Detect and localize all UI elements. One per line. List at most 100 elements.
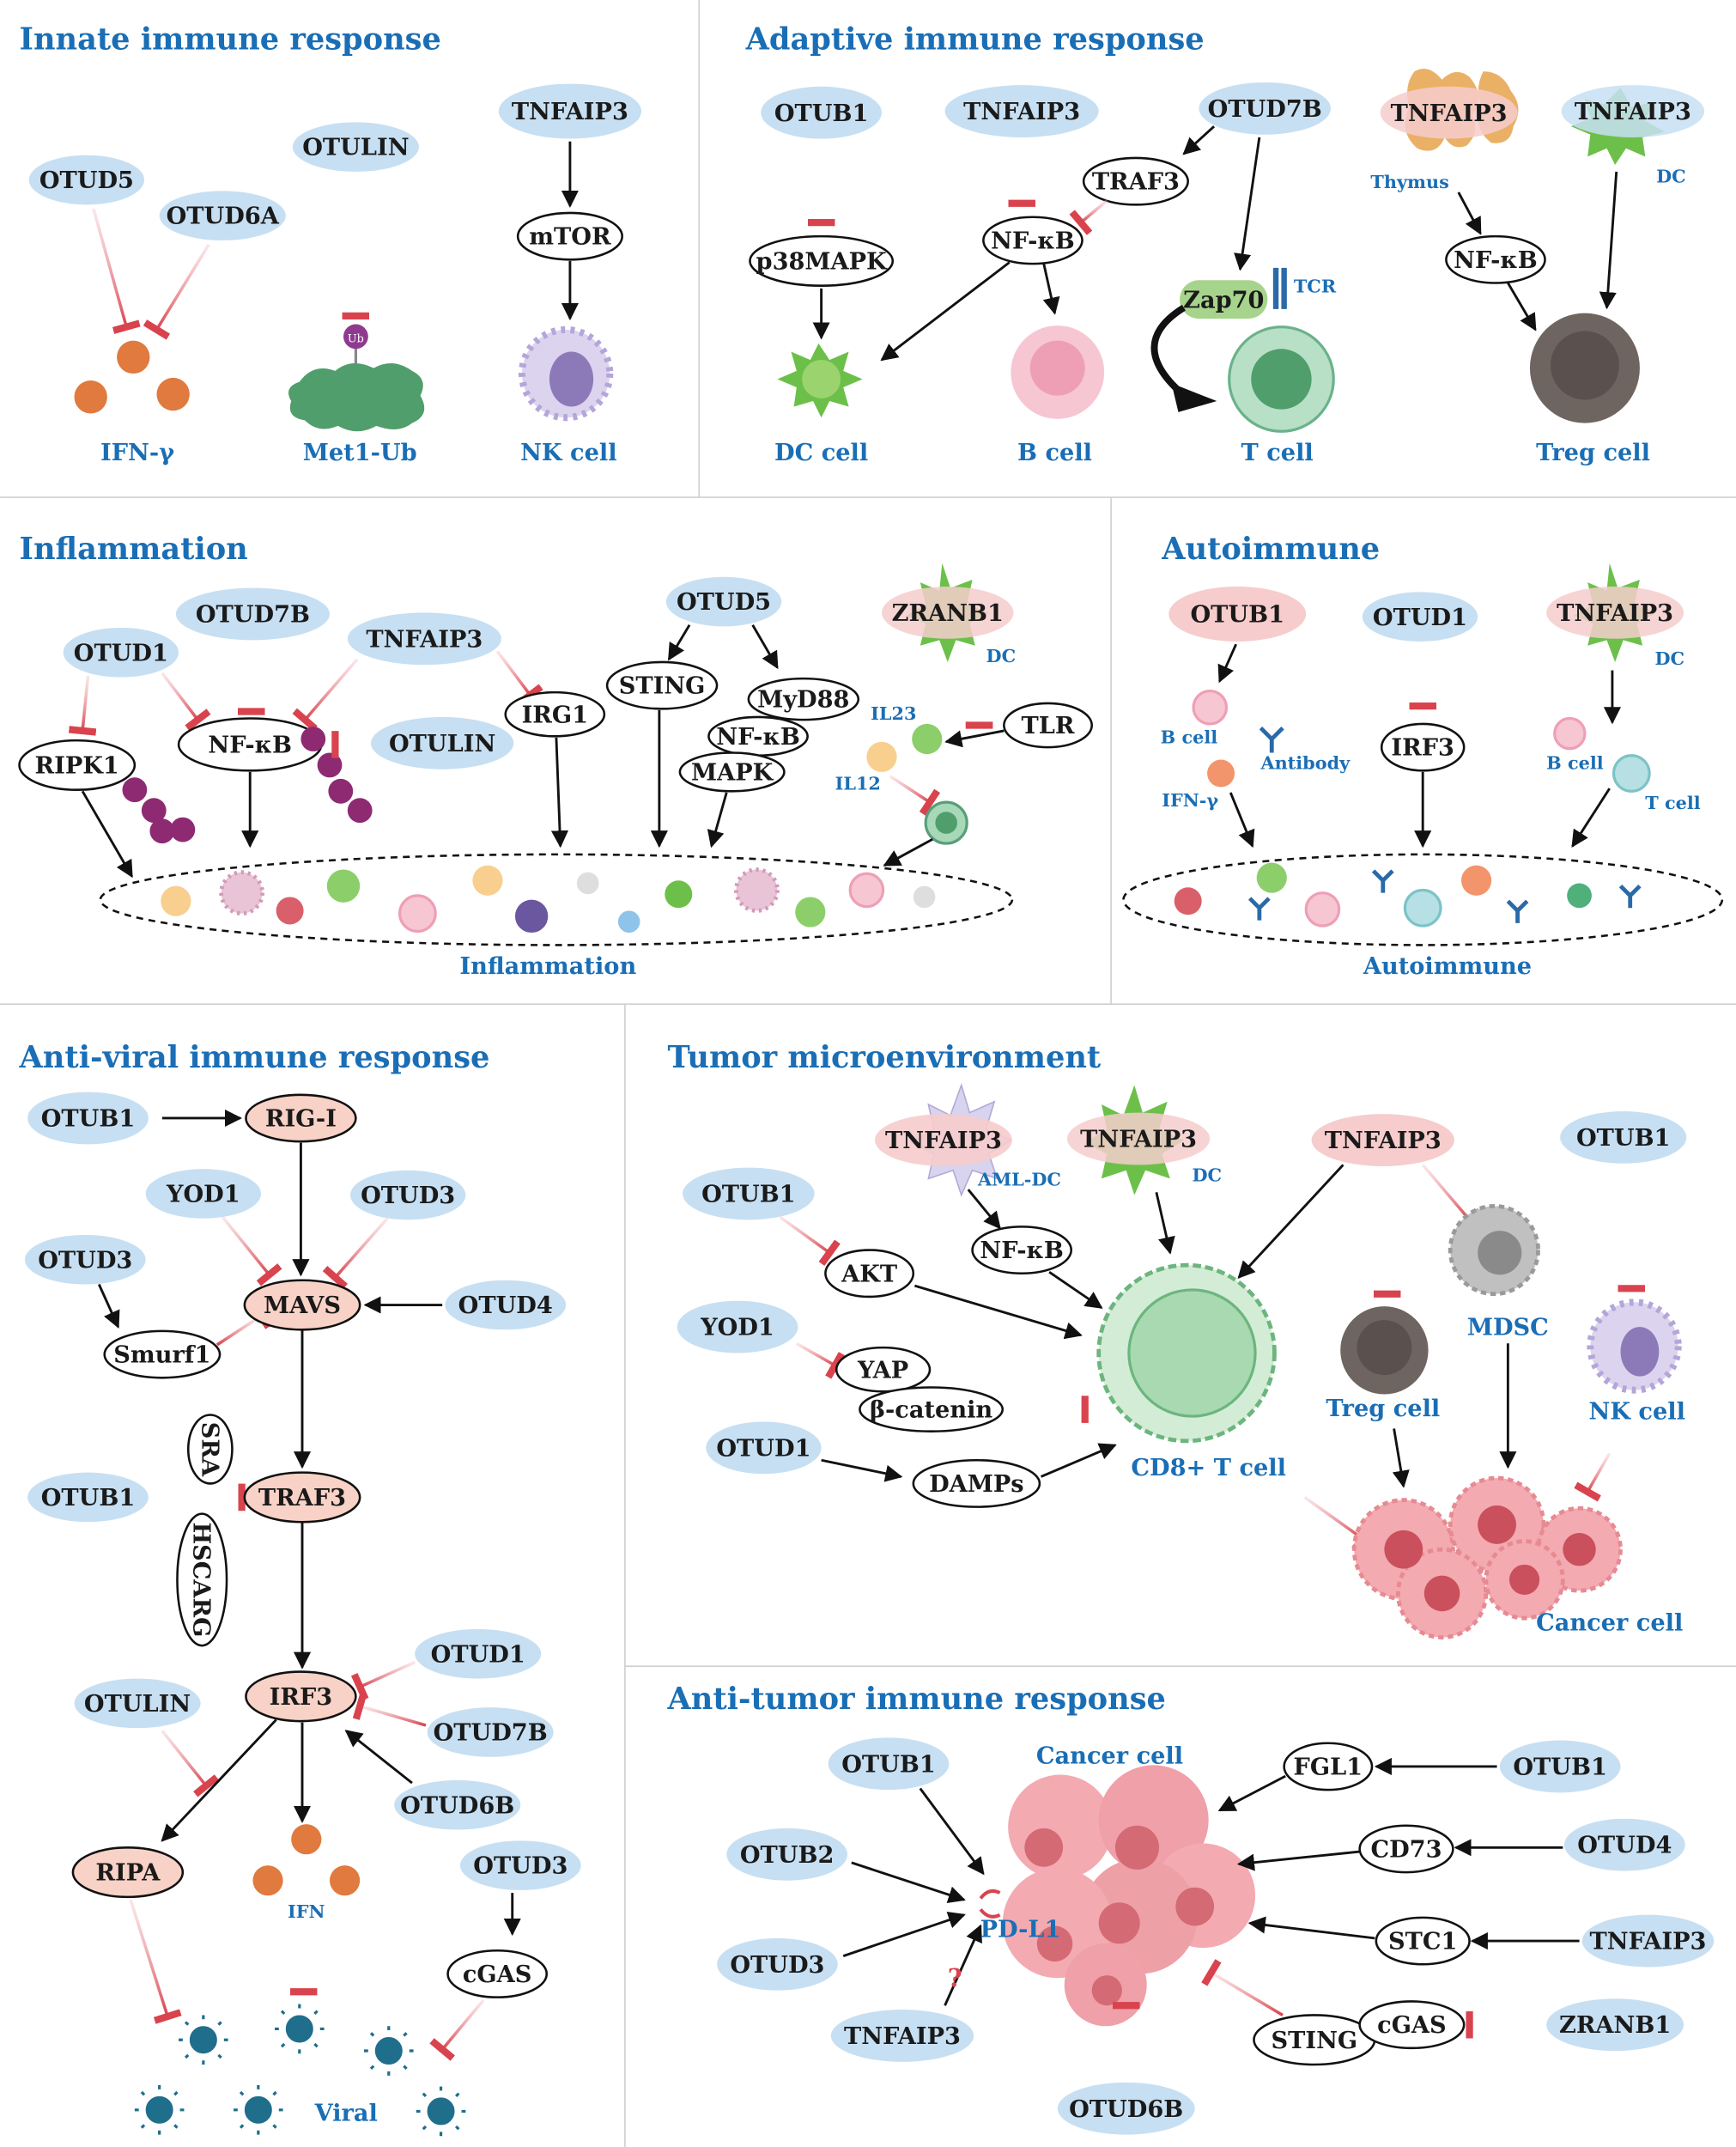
otud5-to-sting-arrow bbox=[667, 624, 691, 661]
av-otub1b-node bbox=[27, 1472, 149, 1523]
at-otud4-label: OTUD4 bbox=[1577, 1832, 1672, 1859]
autoimmune-bottom-label: Autoimmune bbox=[1363, 952, 1532, 980]
ripk1-node bbox=[18, 739, 137, 791]
at-cancer-label: Cancer cell bbox=[1036, 1743, 1183, 1770]
otud6a-inhibit-arrow bbox=[143, 243, 210, 340]
virus-icon bbox=[234, 2085, 283, 2135]
av-otud7b-label: OTUD7B bbox=[434, 1719, 548, 1747]
yod1-inhibit-yap bbox=[795, 1341, 846, 1379]
tme-nk-nucleus bbox=[1620, 1327, 1660, 1377]
cd8-inhibit-cancer bbox=[1303, 1496, 1374, 1552]
otulin-node bbox=[292, 122, 419, 172]
thymus-to-nfkb-arrow bbox=[1457, 192, 1482, 235]
adaptive-otub1-label: OTUB1 bbox=[774, 100, 869, 127]
virus-icon bbox=[134, 2085, 185, 2135]
hscarg-node bbox=[176, 1512, 228, 1647]
otub1-to-bcell-arrow bbox=[1217, 643, 1237, 684]
rigi-node bbox=[245, 1093, 357, 1143]
otud1-inhibit-ripk1 bbox=[68, 675, 97, 736]
virus-icon bbox=[363, 2026, 414, 2076]
cd8-label: CD8+ T cell bbox=[1131, 1454, 1286, 1481]
av-otud3c-node bbox=[459, 1840, 581, 1890]
fgl1-node bbox=[1283, 1742, 1374, 1791]
otud6b-to-irf3-arrow bbox=[344, 1730, 413, 1785]
adaptive-otub1-node bbox=[761, 86, 882, 139]
virus-icon bbox=[416, 2086, 466, 2137]
dc-cell-icon bbox=[777, 343, 863, 418]
tme-title: Tumor microenvironment bbox=[667, 1040, 1101, 1075]
adaptive-tnfaip3-dc-label: TNFAIP3 bbox=[1575, 98, 1691, 125]
t-cell-nucleus bbox=[1251, 349, 1312, 410]
at-otub1a-node bbox=[828, 1737, 950, 1791]
met1-ub-protein-icon bbox=[288, 362, 425, 432]
tnfaip3-label: TNFAIP3 bbox=[512, 98, 628, 125]
ifn-g-to-autoimmune-arrow bbox=[1229, 792, 1255, 848]
av-otud3c-label: OTUD3 bbox=[473, 1852, 568, 1880]
antitumor-panel: Anti-tumor immune response Cancer cell O… bbox=[666, 1682, 1715, 2135]
otud1-inhibit-irf3 bbox=[350, 1660, 416, 1701]
tme-tnfaip3c-label: TNFAIP3 bbox=[1325, 1127, 1442, 1154]
antitumor-title: Anti-tumor immune response bbox=[666, 1682, 1165, 1717]
zranb1-node bbox=[881, 586, 1014, 639]
cd73-label: CD73 bbox=[1370, 1836, 1442, 1864]
innate-panel: Innate immune response OTUD5 OTUD6A IFN-… bbox=[20, 22, 642, 466]
auto-bcell2-icon bbox=[1553, 716, 1587, 751]
tlr-label: TLR bbox=[1022, 712, 1075, 739]
tcr-receptor-icon bbox=[1272, 267, 1287, 309]
adaptive-traf3-label: TRAF3 bbox=[1092, 168, 1180, 196]
cell-to-inflammation-arrow bbox=[883, 838, 933, 867]
av-mavs-label: MAVS bbox=[264, 1292, 341, 1319]
damps-label: DAMPs bbox=[929, 1470, 1024, 1498]
tnfaip3-inhibit-irg1 bbox=[495, 650, 543, 707]
infl-nfkb-label: NF-κB bbox=[208, 732, 292, 759]
tme-cancer-cluster-icon bbox=[1351, 1475, 1623, 1639]
otud3-to-pdl1-arrow bbox=[842, 1912, 966, 1958]
cgas-inhibit-viral bbox=[429, 1998, 485, 2061]
av-yod1-node bbox=[145, 1169, 262, 1219]
otud5-inhibit-arrow bbox=[92, 208, 141, 334]
inflammation-title: Inflammation bbox=[20, 532, 248, 567]
auto-tcell-label: T cell bbox=[1645, 792, 1700, 813]
fgl1-label: FGL1 bbox=[1294, 1754, 1363, 1781]
myd88-label: MyD88 bbox=[757, 686, 849, 714]
otub1-to-pdl1-arrow bbox=[919, 1787, 985, 1876]
ripk1-to-inflammation-arrow bbox=[81, 790, 133, 879]
t-cell-label: T cell bbox=[1241, 439, 1314, 466]
dc-cell-label: DC cell bbox=[774, 439, 868, 466]
tme-otud1-node bbox=[706, 1421, 822, 1475]
irg1-label: IRG1 bbox=[522, 701, 588, 728]
av-otud1-node bbox=[415, 1628, 542, 1679]
otud5-node bbox=[28, 155, 145, 205]
adaptive-nfkb-label: NF-κB bbox=[991, 228, 1075, 255]
tme-cancer-label: Cancer cell bbox=[1536, 1609, 1683, 1637]
infl-otud1-label: OTUD1 bbox=[74, 639, 168, 666]
at-cgas-node bbox=[1358, 2000, 1466, 2050]
at-tnfaip3a-node bbox=[830, 2010, 974, 2062]
av-cgas-node bbox=[446, 1949, 548, 1998]
at-cgas-label: cGAS bbox=[1377, 2011, 1447, 2039]
av-otud6b-node bbox=[394, 1779, 521, 1830]
tme-nk-label: NK cell bbox=[1588, 1397, 1684, 1425]
zranb1-label: ZRANB1 bbox=[892, 599, 1004, 627]
av-ifn-dot-right bbox=[330, 1865, 361, 1896]
av-otud1-label: OTUD1 bbox=[431, 1640, 525, 1668]
autoimmune-ellipse bbox=[1122, 853, 1724, 946]
otud1-to-damps-arrow bbox=[821, 1458, 903, 1482]
sra-node bbox=[186, 1414, 234, 1485]
nk-cell-nucleus bbox=[549, 351, 594, 407]
adaptive-otud7b-label: OTUD7B bbox=[1208, 95, 1322, 123]
irf3-to-ripa-arrow bbox=[161, 1718, 277, 1842]
tme-tnfaip3c-node bbox=[1311, 1114, 1454, 1166]
ub-label: Ub bbox=[348, 332, 364, 345]
fgl1-to-cancer-arrow bbox=[1217, 1774, 1286, 1812]
av-otud3a-label: OTUD3 bbox=[361, 1182, 455, 1209]
ripk1-label: RIPK1 bbox=[35, 752, 119, 780]
zap70-label: Zap70 bbox=[1183, 286, 1264, 313]
infl-otulin-node bbox=[370, 716, 514, 769]
at-otub1b-label: OTUB1 bbox=[1513, 1754, 1607, 1781]
otub1-inhibit-akt bbox=[779, 1215, 841, 1266]
innate-title: Innate immune response bbox=[20, 22, 441, 58]
cd8-tcell-nucleus bbox=[1127, 1288, 1257, 1418]
tme-tnfaip3b-label: TNFAIP3 bbox=[1080, 1126, 1197, 1153]
adaptive-otud7b-node bbox=[1199, 82, 1332, 135]
